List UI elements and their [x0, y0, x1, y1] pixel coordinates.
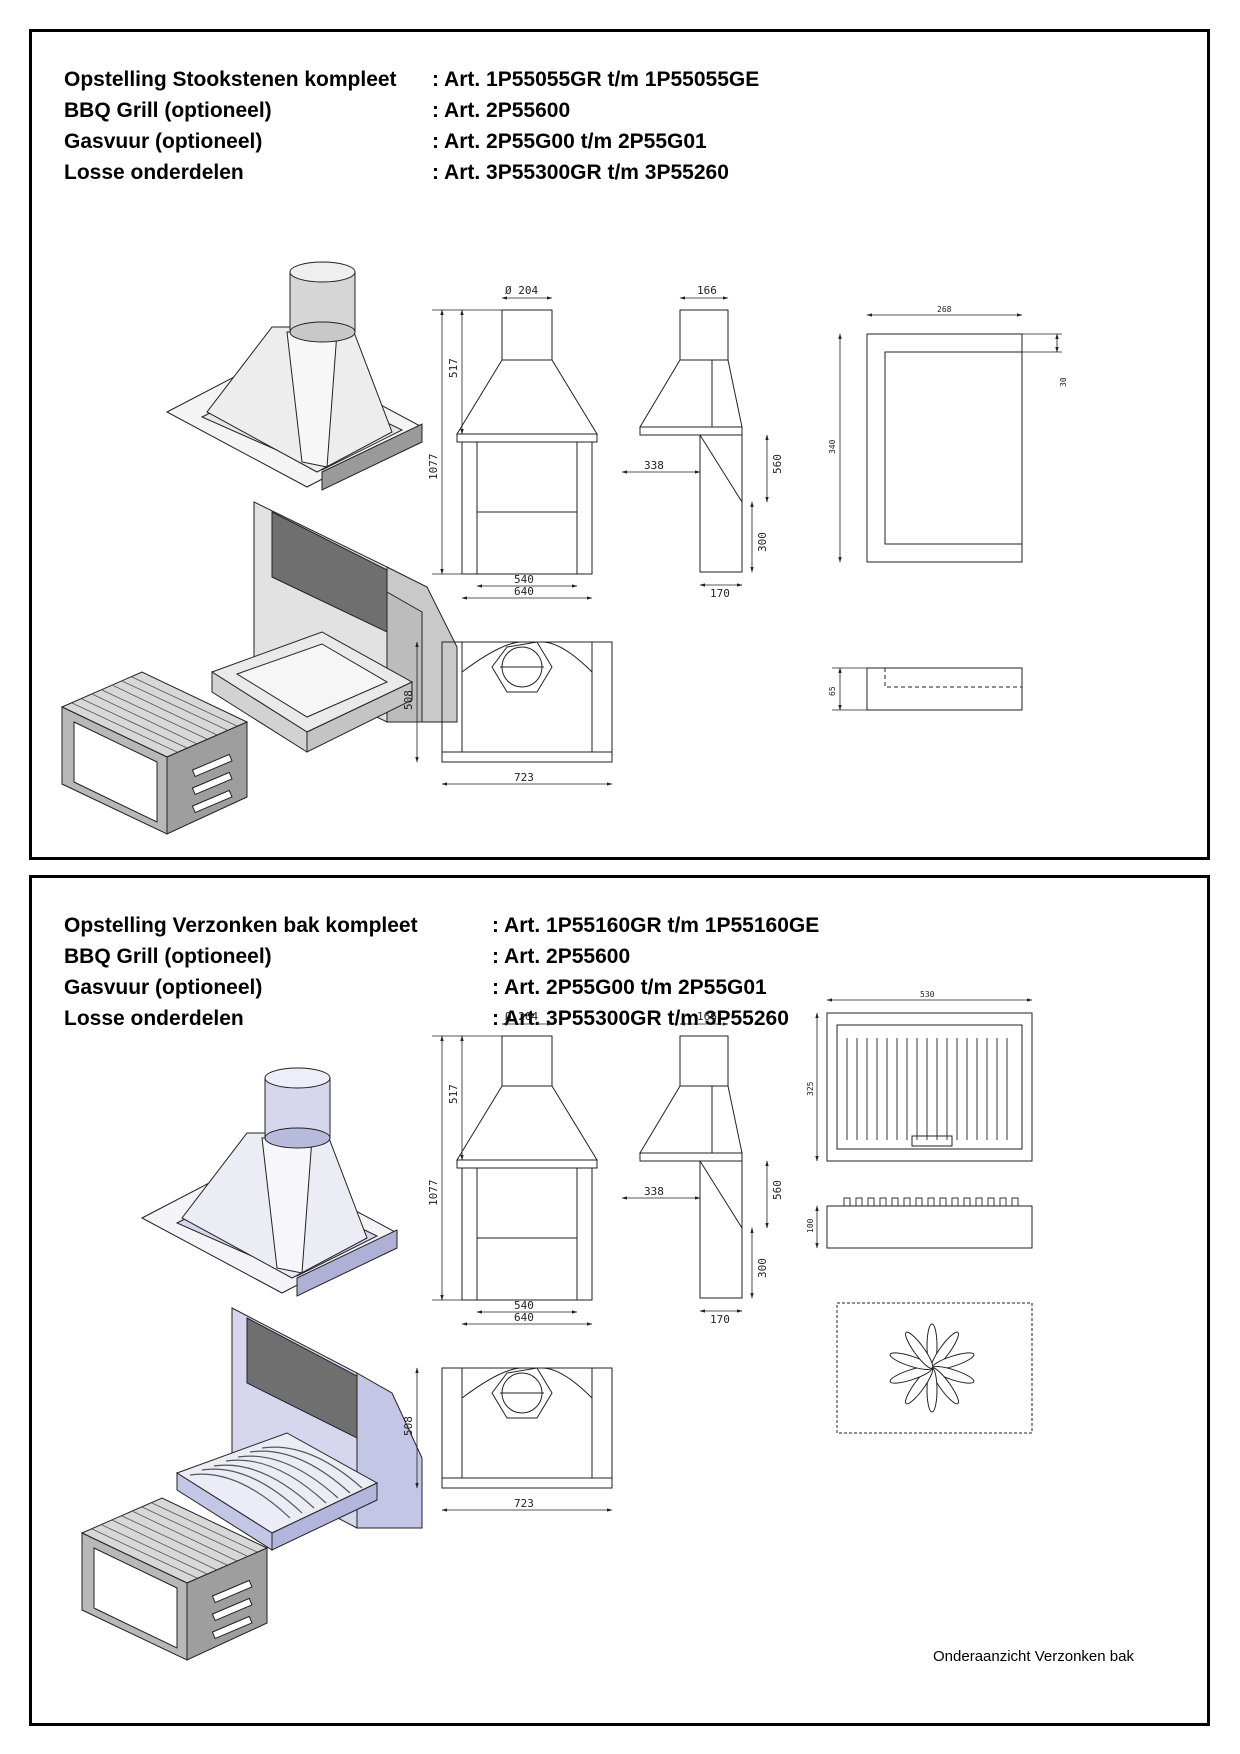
spec-row: Opstelling Verzonken bak kompleet : Art.… [64, 910, 819, 941]
spec-table-verzonken-bak: Opstelling Verzonken bak kompleet : Art.… [64, 910, 819, 1034]
dim-tray-height: 65 [828, 686, 837, 696]
side-elevation-drawing [621, 296, 769, 587]
drawings-stookstenen: Ø 204 517 1077 540 640 166 338 560 300 1… [60, 261, 1068, 835]
dim-flue-diameter: Ø 204 [505, 284, 538, 297]
dim-outer-width: 640 [514, 1311, 534, 1324]
iso-hood-illustration [140, 1067, 399, 1297]
dim-flue-diameter: Ø 204 [505, 1010, 538, 1023]
dim-side-depth: 338 [644, 459, 664, 472]
sunken-tray-side-view-drawing [815, 1197, 1033, 1249]
dim-side-upper: 560 [771, 1180, 784, 1200]
dim-bak-width: 530 [920, 990, 935, 999]
bottom-view-caption: Onderaanzicht Verzonken bak [933, 1648, 1134, 1665]
dim-tray-depth: 340 [828, 439, 837, 454]
plan-view-drawing [415, 1367, 613, 1512]
dim-inner-width: 540 [514, 1299, 534, 1312]
sunken-tray-top-view-drawing [815, 998, 1033, 1162]
spec-row: BBQ Grill (optioneel) : Art. 2P55600 [64, 941, 819, 972]
spec-label: Opstelling Verzonken bak kompleet [64, 914, 418, 937]
iso-firebox-illustration [175, 1307, 423, 1551]
dim-bak-height: 100 [806, 1218, 815, 1233]
spec-row: BBQ Grill (optioneel) : Art. 2P55600 [64, 95, 759, 126]
spec-value: : Art. 3P55300GR t/m 3P55260 [432, 161, 729, 184]
front-elevation-drawing [432, 1022, 598, 1326]
dim-tray-rim: 30 [1059, 377, 1068, 387]
dim-inner-width: 540 [514, 573, 534, 586]
iso-bbq-grill-illustration [60, 671, 249, 835]
side-elevation-drawing [621, 1022, 769, 1313]
dim-total-height: 1077 [427, 454, 440, 481]
spec-row: Gasvuur (optioneel) : Art. 2P55G00 t/m 2… [64, 972, 819, 1003]
dim-side-flue: 166 [697, 1010, 717, 1023]
iso-firebox-illustration [210, 501, 458, 753]
dim-plan-width: 723 [514, 771, 534, 784]
dim-tray-width: 268 [937, 305, 952, 314]
dim-side-base: 170 [710, 1313, 730, 1326]
iso-bbq-grill-illustration [80, 1497, 269, 1661]
dim-plan-depth: 508 [402, 690, 415, 710]
panel-stookstenen: Opstelling Stookstenen kompleet : Art. 1… [29, 29, 1210, 860]
dim-side-upper: 560 [771, 454, 784, 474]
spec-label: Losse onderdelen [64, 1007, 244, 1030]
spec-label: Gasvuur (optioneel) [64, 976, 263, 999]
dim-hood-height: 517 [447, 1084, 460, 1104]
spec-label: Gasvuur (optioneel) [64, 130, 263, 153]
spec-row: Gasvuur (optioneel) : Art. 2P55G00 t/m 2… [64, 126, 759, 157]
dim-side-depth: 338 [644, 1185, 664, 1198]
spec-value: : Art. 2P55600 [432, 99, 571, 122]
spec-label: BBQ Grill (optioneel) [64, 99, 272, 122]
plan-view-drawing [415, 641, 613, 786]
spec-value: : Art. 2P55600 [492, 945, 631, 968]
iso-hood-illustration [165, 261, 424, 491]
drawings-verzonken-bak: Ø 204 517 1077 540 640 166 338 560 300 1… [80, 990, 1033, 1661]
dim-hood-height: 517 [447, 358, 460, 378]
spec-value: : Art. 1P55160GR t/m 1P55160GE [492, 914, 820, 937]
dim-total-height: 1077 [427, 1180, 440, 1207]
dim-plan-width: 723 [514, 1497, 534, 1510]
spec-value: : Art. 1P55055GR t/m 1P55055GE [432, 68, 760, 91]
spec-label: Opstelling Stookstenen kompleet [64, 68, 397, 91]
spec-value: : Art. 2P55G00 t/m 2P55G01 [492, 976, 767, 999]
bottom-view-drawing [836, 1302, 1033, 1434]
front-elevation-drawing [432, 296, 598, 600]
dim-outer-width: 640 [514, 585, 534, 598]
spec-table-stookstenen: Opstelling Stookstenen kompleet : Art. 1… [64, 64, 759, 188]
spec-row: Opstelling Stookstenen kompleet : Art. 1… [64, 64, 759, 95]
dim-side-lower: 300 [756, 532, 769, 552]
dim-plan-depth: 508 [402, 1416, 415, 1436]
dim-side-flue: 166 [697, 284, 717, 297]
dim-side-lower: 300 [756, 1258, 769, 1278]
spec-value: : Art. 2P55G00 t/m 2P55G01 [432, 130, 707, 153]
tray-side-view-drawing [832, 667, 1023, 711]
dim-bak-depth: 325 [806, 1081, 815, 1096]
spec-row: Losse onderdelen : Art. 3P55300GR t/m 3P… [64, 157, 759, 188]
spec-label: BBQ Grill (optioneel) [64, 945, 272, 968]
spec-label: Losse onderdelen [64, 161, 244, 184]
tray-top-view-drawing [838, 313, 1062, 563]
dim-side-base: 170 [710, 587, 730, 600]
panel-verzonken-bak: Opstelling Verzonken bak kompleet : Art.… [29, 875, 1210, 1726]
